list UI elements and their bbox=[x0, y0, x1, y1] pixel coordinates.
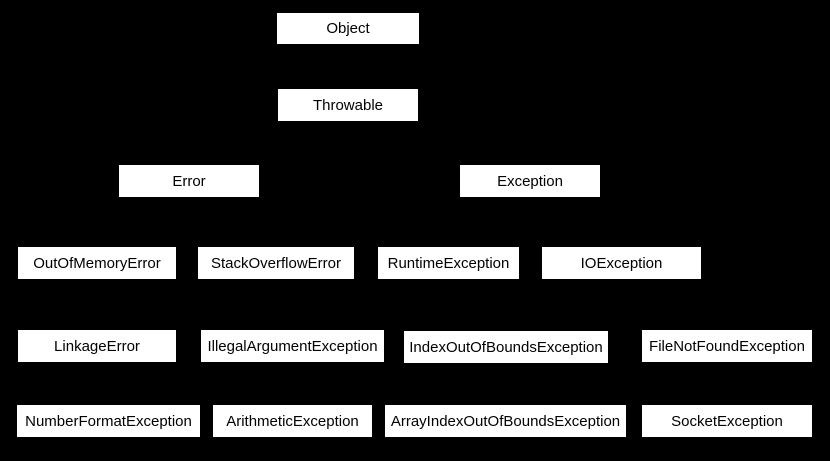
class-name-label: FileNotFoundException bbox=[649, 337, 805, 355]
class-box-stack-overflow-error: StackOverflowError bbox=[197, 246, 355, 280]
class-name-label: RuntimeException bbox=[387, 254, 510, 272]
class-name-label: Error bbox=[172, 172, 206, 190]
class-box-runtime-exception: RuntimeException bbox=[377, 246, 520, 280]
class-name-label: IndexOutOfBoundsException bbox=[409, 338, 603, 356]
class-name-label: IllegalArgumentException bbox=[207, 337, 378, 355]
class-box-socket-exception: SocketException bbox=[641, 404, 813, 438]
class-box-io-exception: IOException bbox=[541, 246, 702, 280]
class-box-illegal-argument-exception: IllegalArgumentException bbox=[200, 329, 385, 363]
class-name-label: Throwable bbox=[312, 96, 384, 114]
class-name-label: LinkageError bbox=[54, 337, 140, 355]
class-box-file-not-found-exception: FileNotFoundException bbox=[641, 329, 813, 363]
class-name-label: Exception bbox=[497, 172, 563, 190]
class-name-label: NumberFormatException bbox=[25, 412, 192, 430]
class-name-label: OutOfMemoryError bbox=[33, 254, 161, 272]
class-name-label: ArithmeticException bbox=[226, 412, 359, 430]
class-box-number-format-exception: NumberFormatException bbox=[16, 404, 201, 438]
class-name-label: SocketException bbox=[671, 412, 783, 430]
class-name-label: StackOverflowError bbox=[210, 254, 342, 272]
class-name-label: Object bbox=[326, 20, 370, 37]
class-box-object: Object bbox=[276, 12, 420, 45]
class-name-label: IOException bbox=[580, 254, 663, 272]
class-box-linkage-error: LinkageError bbox=[17, 329, 177, 363]
class-box-out-of-memory-error: OutOfMemoryError bbox=[17, 246, 177, 280]
class-box-exception: Exception bbox=[459, 164, 601, 198]
class-box-index-out-of-bounds-exception: IndexOutOfBoundsException bbox=[403, 330, 609, 364]
class-name-label: ArrayIndexOutOfBoundsException bbox=[390, 412, 621, 430]
class-box-arithmetic-exception: ArithmeticException bbox=[212, 404, 373, 438]
class-box-error: Error bbox=[118, 164, 260, 198]
class-box-array-index-out-of-bounds-exception: ArrayIndexOutOfBoundsException bbox=[384, 404, 627, 438]
class-box-throwable: Throwable bbox=[277, 88, 419, 122]
